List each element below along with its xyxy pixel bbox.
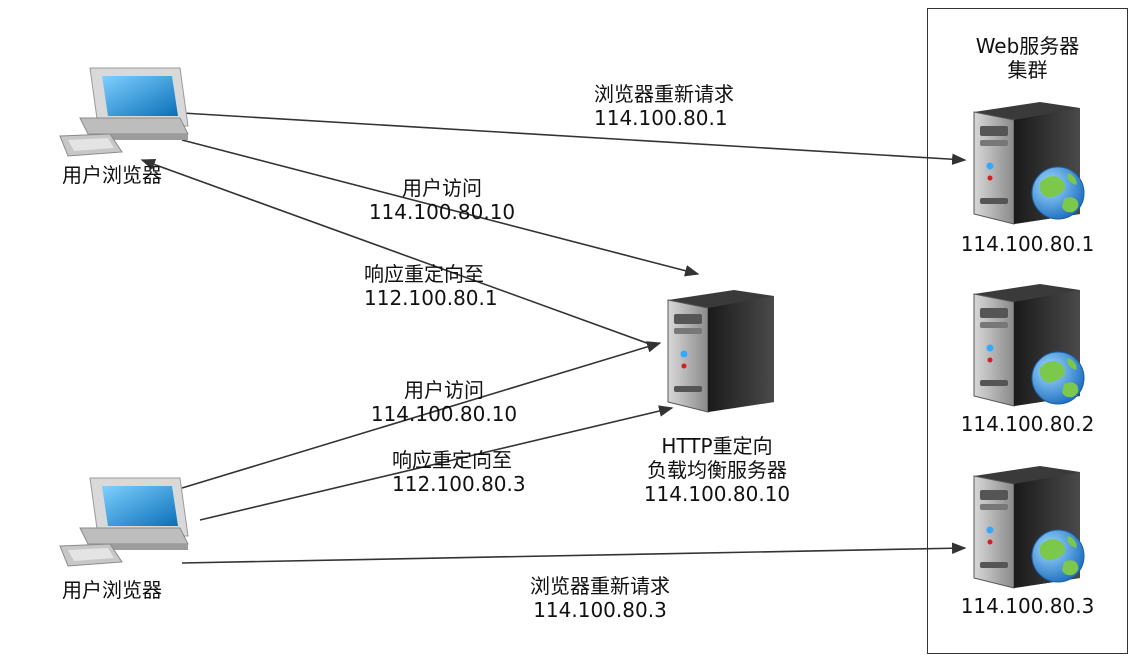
client-top-label: 用户浏览器 <box>62 163 162 187</box>
top-access-action: 用户访问 <box>402 176 482 200</box>
web-server-3-ip: 114.100.80.3 <box>960 594 1095 618</box>
load-balancer-server-icon <box>667 289 775 413</box>
top-request-action: 浏览器重新请求 <box>594 82 734 106</box>
load-balancer-label: HTTP重定向 负载均衡服务器 114.100.80.10 <box>612 434 822 506</box>
cluster-title: Web服务器 集群 <box>927 34 1128 82</box>
bottom-request-action: 浏览器重新请求 <box>530 574 670 598</box>
web-server-cluster-box <box>927 8 1128 654</box>
arrow-layer <box>140 112 967 564</box>
cluster-title-line1: Web服务器 <box>975 34 1080 58</box>
web-server-1-ip: 114.100.80.1 <box>960 232 1095 256</box>
arrow-top-request <box>181 112 967 165</box>
arrow-top-access <box>181 139 700 277</box>
arrow-bottom-redirect <box>199 405 674 521</box>
top-access-ip: 114.100.80.10 <box>368 200 516 224</box>
bottom-redirect-ip: 112.100.80.3 <box>392 472 526 496</box>
load-balancer-line2: 负载均衡服务器 <box>647 458 787 482</box>
top-redirect-label: 响应重定向至 112.100.80.1 <box>364 262 498 310</box>
top-redirect-action: 响应重定向至 <box>364 262 484 286</box>
arrow-top-redirect <box>140 159 656 347</box>
client-bottom-label: 用户浏览器 <box>62 578 162 602</box>
web-server-2-ip: 114.100.80.2 <box>960 412 1095 436</box>
arrow-bottom-request <box>181 542 967 564</box>
pc-icon-bottom <box>59 477 189 567</box>
top-request-label: 浏览器重新请求 114.100.80.1 <box>594 82 734 130</box>
bottom-request-ip: 114.100.80.3 <box>533 598 667 622</box>
load-balancer-line1: HTTP重定向 <box>661 434 773 458</box>
bottom-access-action: 用户访问 <box>404 378 484 402</box>
bottom-request-label: 浏览器重新请求 114.100.80.3 <box>500 574 700 622</box>
load-balancer-ip: 114.100.80.10 <box>643 482 791 506</box>
pc-icon-top <box>59 67 189 157</box>
bottom-redirect-action: 响应重定向至 <box>392 448 512 472</box>
bottom-access-label: 用户访问 114.100.80.10 <box>352 378 536 426</box>
bottom-access-ip: 114.100.80.10 <box>370 402 518 426</box>
cluster-title-line2: 集群 <box>1007 58 1048 82</box>
top-redirect-ip: 112.100.80.1 <box>364 286 498 310</box>
top-request-ip: 114.100.80.1 <box>594 106 728 130</box>
top-access-label: 用户访问 114.100.80.10 <box>350 176 534 224</box>
arrow-bottom-access <box>181 341 662 489</box>
bottom-redirect-label: 响应重定向至 112.100.80.3 <box>392 448 526 496</box>
